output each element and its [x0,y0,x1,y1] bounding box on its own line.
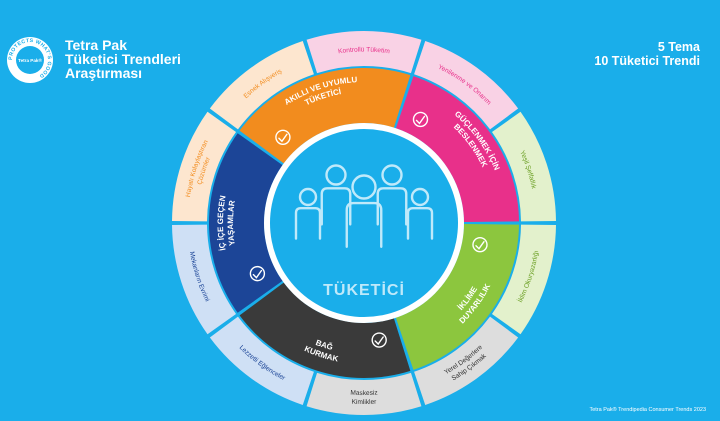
theme-label: YAŞAMLAR [226,200,237,247]
trend-segment[interactable] [491,224,556,335]
raised-fist-icon [412,111,429,128]
title-line-1: Tetra Pak [65,37,127,53]
trend-segment[interactable] [414,316,519,405]
theme-segment[interactable] [395,224,519,370]
svg-text:Tetra Pak®: Tetra Pak® [18,57,42,63]
trend-segment[interactable] [209,41,314,130]
title-line-2: Tüketici Trendleri [65,51,181,67]
handshake-icon [371,332,387,348]
devices-icon [249,265,266,282]
trend-segment[interactable] [172,224,237,335]
center-disc [270,129,458,317]
trend-segment[interactable] [491,111,556,222]
trend-segment[interactable] [306,372,422,416]
trend-label: Maskesiz [350,389,378,397]
trend-segment[interactable] [209,316,314,405]
hand-coins-icon [275,129,291,145]
people-group-icon [294,164,434,248]
summary-line-1: 5 Tema [657,40,700,54]
report-title: Tetra Pak Tüketici Trendleri Araştırması [65,38,181,80]
trend-segment[interactable] [172,111,237,222]
trend-label: Kimlikler [351,399,377,406]
theme-segment[interactable] [239,282,411,378]
trend-label: Kontrollü Tüketim [338,46,391,55]
theme-segment[interactable] [239,68,411,164]
trend-segment[interactable] [414,41,519,130]
title-line-3: Araştırması [65,65,143,81]
theme-label: İÇ İÇE GEÇEN [216,195,228,252]
summary-title: 5 Tema 10 Tüketici Trendi [594,40,700,68]
trend-segment[interactable] [306,31,422,74]
theme-segment[interactable] [209,133,283,313]
tetra-pak-logo: PROTECTS WHAT'S GOOD Tetra Pak® [7,37,53,83]
summary-line-2: 10 Tüketici Trendi [594,54,700,68]
center-label: TÜKETİCİ [323,280,405,299]
source-credit: Tetra Pak® Trendipedia Consumer Trends 2… [589,407,706,413]
hand-leaf-icon [472,237,488,253]
theme-segment[interactable] [395,76,519,222]
